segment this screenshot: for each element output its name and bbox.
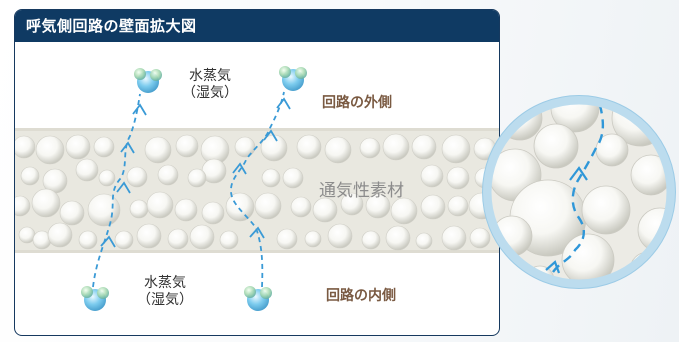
pore-bubble-magnified <box>561 233 615 280</box>
diagram-title: 呼気側回路の壁面拡大図 <box>15 10 499 42</box>
pore-bubble <box>187 168 207 188</box>
vapor-label-top-line2: （湿気） <box>182 85 238 101</box>
pore-bubble <box>225 192 255 222</box>
pore-bubble <box>415 232 433 250</box>
pore-bubble <box>31 188 61 218</box>
pore-bubble <box>254 192 282 220</box>
pore-bubble-magnified <box>533 123 579 169</box>
pore-bubble <box>129 199 149 219</box>
pore-bubble <box>18 226 36 244</box>
pore-bubble <box>385 225 411 251</box>
pore-bubble <box>146 191 174 219</box>
pore-bubble <box>361 230 381 250</box>
pore-bubble <box>234 136 256 158</box>
pore-bubble <box>175 134 199 158</box>
pore-bubble <box>340 192 364 216</box>
pore-bubble <box>312 197 338 223</box>
pore-bubble <box>382 133 410 161</box>
pore-bubble <box>447 195 469 217</box>
pore-bubble <box>78 230 98 250</box>
pore-bubble <box>47 222 73 248</box>
pore-bubble <box>114 230 134 250</box>
material-label: 通気性素材 <box>319 181 404 201</box>
pore-bubble <box>420 164 444 188</box>
pore-bubble-magnified <box>581 185 631 235</box>
pore-bubble <box>441 134 471 164</box>
pore-bubbles <box>15 133 497 251</box>
vapor-label-top-line1: 水蒸気 <box>189 68 231 84</box>
pore-bubble <box>296 134 322 160</box>
pore-bubble <box>65 134 91 160</box>
pore-bubble <box>290 196 312 218</box>
pore-bubble <box>93 136 115 158</box>
pore-bubble <box>15 195 31 217</box>
pore-bubble <box>35 135 65 165</box>
water-vapor-molecule-icon <box>279 66 307 91</box>
water-vapor-molecule-icon <box>244 286 272 311</box>
pore-bubble <box>157 164 179 186</box>
pore-bubble <box>261 168 281 188</box>
pore-bubble <box>282 167 304 189</box>
pore-bubble-magnified <box>630 154 667 196</box>
pore-bubble <box>420 194 446 220</box>
pore-bubble-magnified <box>605 104 635 105</box>
vapor-label-bottom: 水蒸気 （湿気） <box>132 275 198 309</box>
water-vapor-molecule-icon <box>81 286 109 311</box>
pore-bubble <box>15 135 36 159</box>
pore-bubble <box>324 136 352 164</box>
vapor-label-bottom-line1: 水蒸気 <box>144 275 186 291</box>
vapor-label-bottom-line2: （湿気） <box>137 292 193 308</box>
outside-label: 回路の外側 <box>322 95 392 111</box>
pore-bubble <box>390 197 418 225</box>
pore-bubble <box>59 200 85 226</box>
pore-bubble <box>136 223 162 249</box>
pore-bubble <box>411 134 437 160</box>
water-vapor-molecule-icon <box>134 68 162 93</box>
pore-bubble <box>304 230 322 248</box>
pore-bubble <box>20 166 40 186</box>
pore-bubble <box>75 158 99 182</box>
pore-bubble <box>174 198 198 222</box>
pore-bubble <box>201 201 225 225</box>
pore-bubble <box>276 228 298 250</box>
pore-bubble <box>167 228 189 250</box>
pore-bubble <box>469 227 491 249</box>
pore-bubble <box>98 169 116 187</box>
magnifier-circle <box>482 95 676 289</box>
pore-bubble <box>87 193 121 227</box>
pore-bubble <box>189 224 215 250</box>
pore-bubble <box>126 166 148 188</box>
pore-bubble <box>144 136 172 164</box>
pore-bubble <box>327 223 353 249</box>
pore-bubble <box>359 137 381 159</box>
vapor-path-right <box>230 91 285 288</box>
pore-bubble <box>441 225 467 251</box>
pore-bubble <box>219 230 239 250</box>
pore-bubble <box>365 193 391 219</box>
inside-label: 回路の内側 <box>326 288 396 304</box>
pore-bubble <box>446 166 470 190</box>
vapor-label-top: 水蒸気 （湿気） <box>177 68 243 102</box>
